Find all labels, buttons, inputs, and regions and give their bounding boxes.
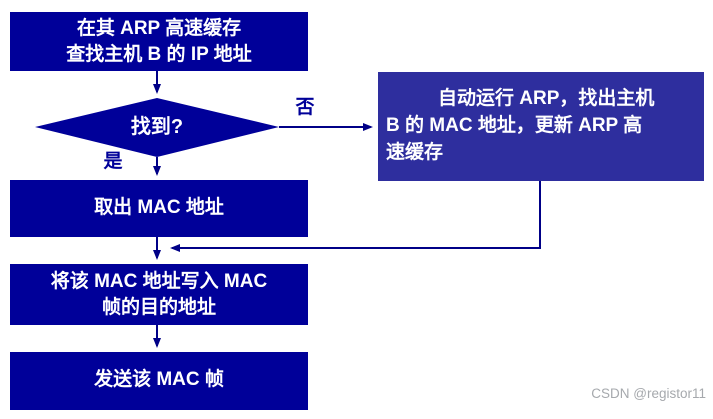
node-found-decision: 找到?	[130, 116, 184, 138]
decision-diamond-shape	[35, 98, 279, 157]
edge-label-no: 否	[295, 97, 315, 118]
node-write-mac-address: 将该 MAC 地址写入 MAC 帧的目的地址	[10, 264, 308, 325]
edge-label-yes: 是	[103, 151, 123, 172]
watermark: CSDN @registor11	[591, 386, 706, 401]
node-get-mac-address: 取出 MAC 地址	[10, 180, 308, 237]
node-lookup-arp-cache: 在其 ARP 高速缓存 查找主机 B 的 IP 地址	[10, 12, 308, 71]
connector-run-arp-to-merge	[170, 181, 541, 252]
node-send-mac-frame: 发送该 MAC 帧	[10, 352, 308, 410]
node-run-arp: 自动运行 ARP，找出主机 B 的 MAC 地址，更新 ARP 高 速缓存	[378, 72, 704, 181]
